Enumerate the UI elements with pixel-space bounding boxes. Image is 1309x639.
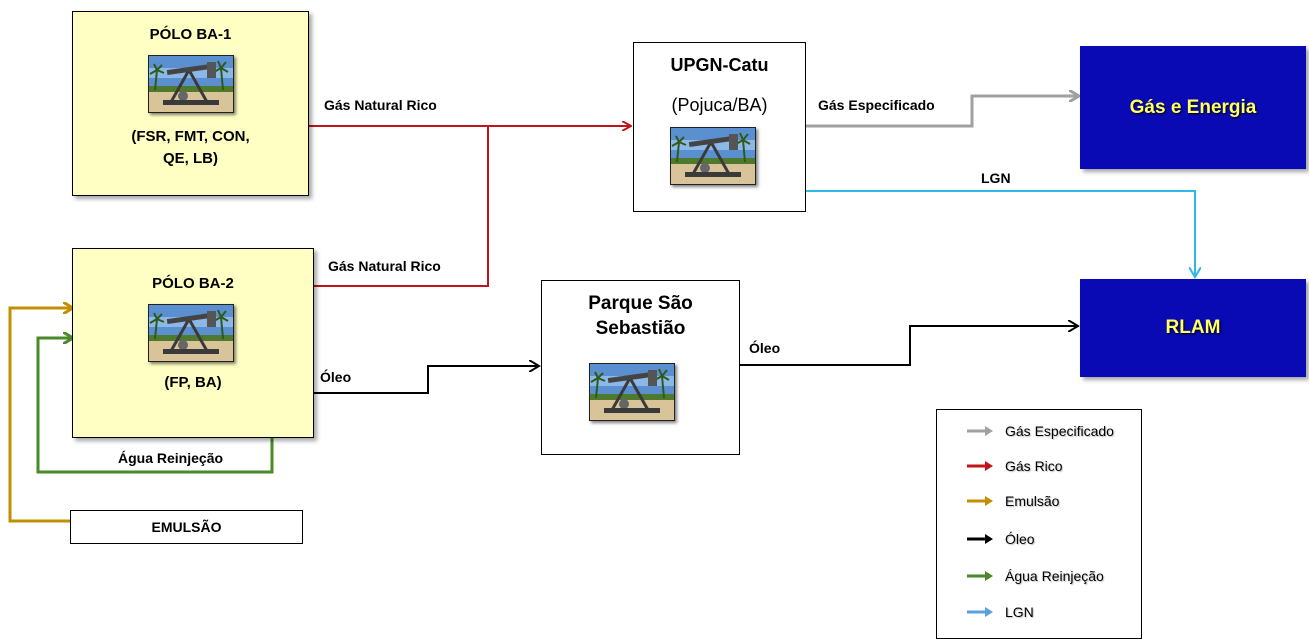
node-upgn-catu: UPGN-Catu (Pojuca/BA) <box>633 42 806 212</box>
oil-pump-jack-photo-icon <box>148 304 234 362</box>
node-rlam: RLAM <box>1080 279 1306 377</box>
flow-gas-especificado <box>806 96 1078 128</box>
edge-label-parque-oleo: Óleo <box>749 340 781 356</box>
node-parque-title-1: Parque São <box>588 293 693 314</box>
node-polo-ba2-fields: (FP, BA) <box>164 374 222 391</box>
legend-label: Emulsão <box>1005 493 1060 509</box>
oil-pump-jack-photo-icon <box>148 55 234 113</box>
flow-gas-rico-ba2 <box>314 126 489 287</box>
flow-oleo-ba2 <box>314 366 538 394</box>
legend-item: Gás Especificado <box>965 421 1114 441</box>
legend-item: LGN <box>965 602 1034 622</box>
oil-pump-jack-photo-icon <box>670 127 756 185</box>
legend-item: Água Reinjeção <box>965 566 1104 586</box>
legend-label: Gás Especificado <box>1005 423 1114 439</box>
node-parque-title-2: Sebastião <box>595 318 686 339</box>
legend-arrow-icon <box>967 461 993 471</box>
node-rlam-title: RLAM <box>1165 317 1221 338</box>
flow-lgn <box>806 190 1195 276</box>
node-polo-ba2-title: PÓLO BA-2 <box>152 275 234 292</box>
legend-label: Óleo <box>1005 531 1035 547</box>
node-polo-ba1-fields-2: QE, LB) <box>163 150 218 167</box>
legend-label: Gás Rico <box>1005 458 1063 474</box>
edge-label-ba1-gas: Gás Natural Rico <box>324 97 437 113</box>
flow-emulsao <box>8 308 72 523</box>
legend-label: LGN <box>1005 604 1034 620</box>
node-polo-ba1-fields-1: (FSR, FMT, CON, <box>131 128 250 145</box>
oil-pump-jack-photo-icon <box>589 363 675 421</box>
edge-label-ba2-gas: Gás Natural Rico <box>328 258 441 274</box>
node-parque-sao-sebastiao: Parque São Sebastião <box>541 280 740 455</box>
flow-oleo-parque <box>740 326 1077 366</box>
node-upgn-title: UPGN-Catu <box>670 55 769 75</box>
legend-item: Óleo <box>965 529 1035 549</box>
node-polo-ba1: PÓLO BA-1 (FSR, FMT, CON, QE, LB) <box>72 11 309 196</box>
node-polo-ba1-title: PÓLO BA-1 <box>149 26 232 43</box>
flow-lines <box>8 0 1309 523</box>
edge-label-agua-reinjecao: Água Reinjeção <box>118 450 224 466</box>
legend-label: Água Reinjeção <box>1005 568 1104 584</box>
node-polo-ba2: PÓLO BA-2 (FP, BA) <box>72 248 314 438</box>
legend-item: Gás Rico <box>965 456 1063 476</box>
node-upgn-location: (Pojuca/BA) <box>671 95 768 115</box>
node-gas-e-energia-title: Gás e Energia <box>1129 96 1257 118</box>
legend-arrow-icon <box>967 426 993 436</box>
edge-label-ba2-oleo: Óleo <box>320 369 352 385</box>
legend: Gás Especificado Gás Rico Emulsão Óleo Á… <box>936 409 1142 639</box>
node-emulsao-title: EMULSÃO <box>151 519 222 535</box>
legend-arrow-icon <box>967 607 993 617</box>
legend-arrow-icon <box>967 496 993 506</box>
legend-item: Emulsão <box>965 491 1059 511</box>
node-gas-e-energia: Gás e Energia <box>1080 46 1306 169</box>
legend-arrow-icon <box>967 571 993 581</box>
edge-label-gas-especificado: Gás Especificado <box>818 97 935 113</box>
flow-agua-reinjecao <box>36 338 274 474</box>
legend-arrow-icon <box>967 534 993 544</box>
node-emulsao: EMULSÃO <box>70 510 303 544</box>
edge-label-lgn: LGN <box>981 170 1011 186</box>
